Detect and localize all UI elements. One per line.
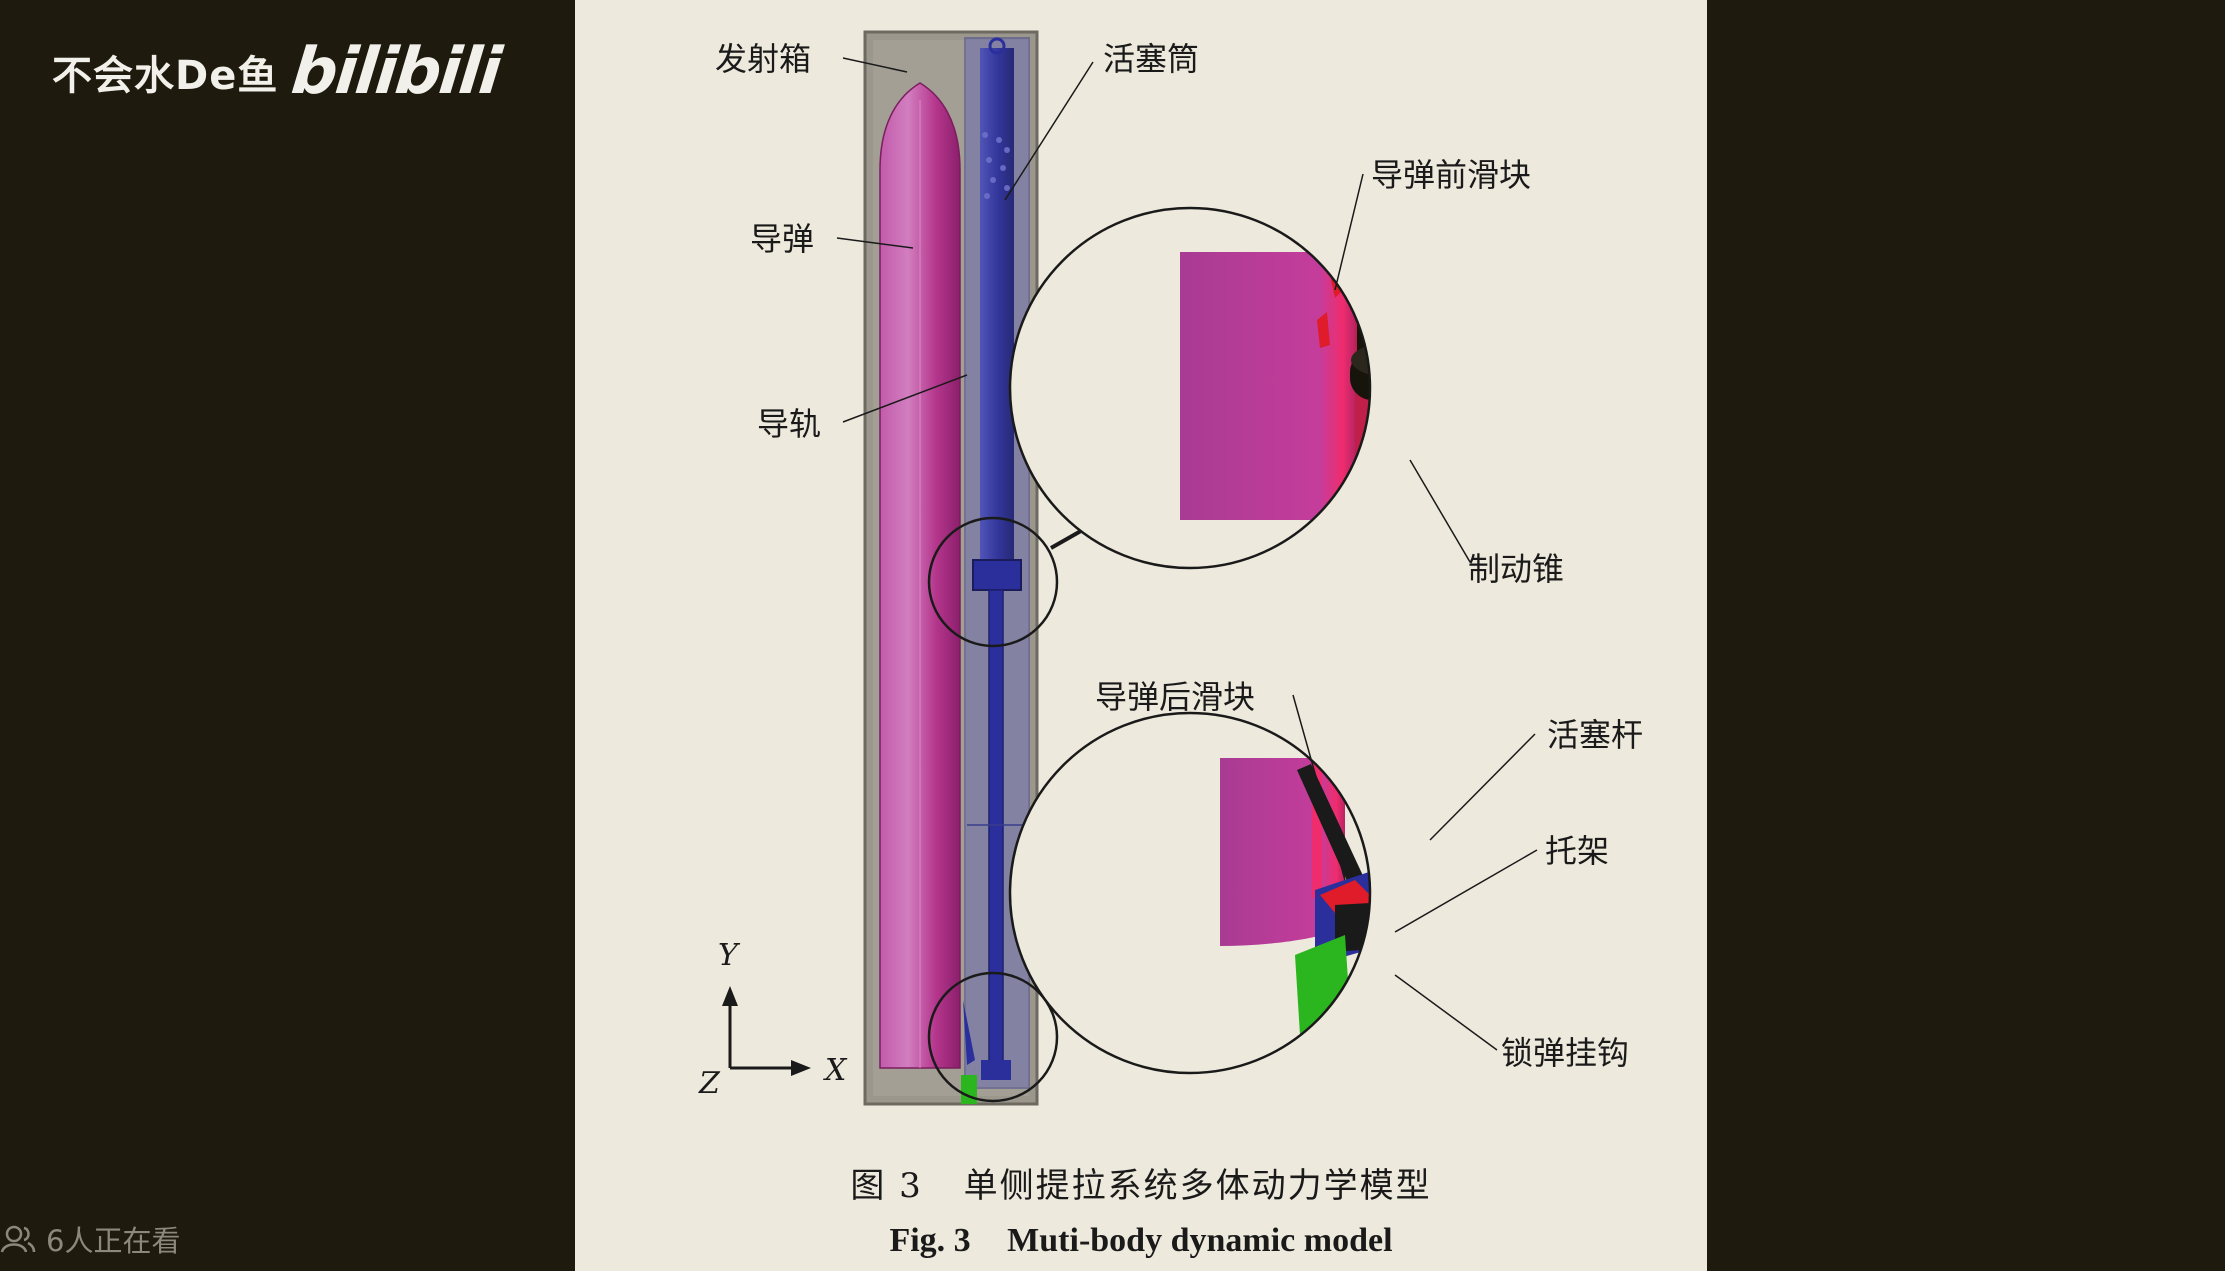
label-bracket: 托架: [1545, 832, 1609, 870]
caption-en-number: Fig. 3: [889, 1222, 971, 1259]
label-lock-hook: 锁弹挂钩: [1501, 1034, 1629, 1072]
detail-circle-bottom: [927, 971, 1059, 1103]
people-icon: [0, 1225, 36, 1253]
zoom-rear-slider: [1010, 713, 1370, 1073]
document-page: 发射箱 活塞筒 导弹 导轨 导弹前滑块 制动锥 导弹后滑块 活塞杆 托架 锁弹挂…: [575, 0, 1707, 1271]
zoom-front-slider: [1010, 208, 1370, 568]
caption-cn-title: 单侧提拉系统多体动力学模型: [963, 1166, 1432, 1206]
caption-en-title: Muti-body dynamic model: [1007, 1222, 1393, 1259]
figure-caption-cn: 图 3 单侧提拉系统多体动力学模型: [575, 1158, 1707, 1207]
caption-cn-number: 图 3: [850, 1166, 923, 1206]
axis-x-label: X: [823, 1053, 848, 1088]
label-launch-box: 发射箱: [715, 40, 811, 78]
dynamic-model-diagram: 发射箱 活塞筒 导弹 导轨 导弹前滑块 制动锥 导弹后滑块 活塞杆 托架 锁弹挂…: [698, 30, 1643, 1106]
label-front-slider: 导弹前滑块: [1371, 156, 1531, 194]
uploader-watermark: 不会水De鱼 bilibili: [52, 35, 504, 109]
piston-rod: [988, 589, 1004, 1069]
label-rear-slider: 导弹后滑块: [1095, 678, 1255, 716]
bilibili-logo: bilibili: [288, 35, 504, 109]
lock-hook-small: [961, 1075, 977, 1104]
label-piston-rod: 活塞杆: [1547, 716, 1643, 754]
label-missile: 导弹: [750, 220, 814, 258]
axis-z-label: Z: [698, 1066, 721, 1101]
label-brake-cone: 制动锥: [1468, 550, 1564, 588]
detail-circle-top: [927, 516, 1059, 648]
viewer-count-text: 6人正在看: [46, 1224, 181, 1258]
axis-y-label: Y: [718, 938, 741, 973]
label-piston-cylinder: 活塞筒: [1103, 40, 1199, 78]
viewer-count: 6人正在看: [0, 1218, 180, 1260]
label-guide-rail: 导轨: [757, 405, 821, 443]
figure-caption-en: Fig. 3 Muti-body dynamic model: [575, 1222, 1707, 1260]
uploader-name: 不会水De鱼: [52, 53, 279, 99]
coordinate-axes: Y Z X: [698, 938, 848, 1101]
